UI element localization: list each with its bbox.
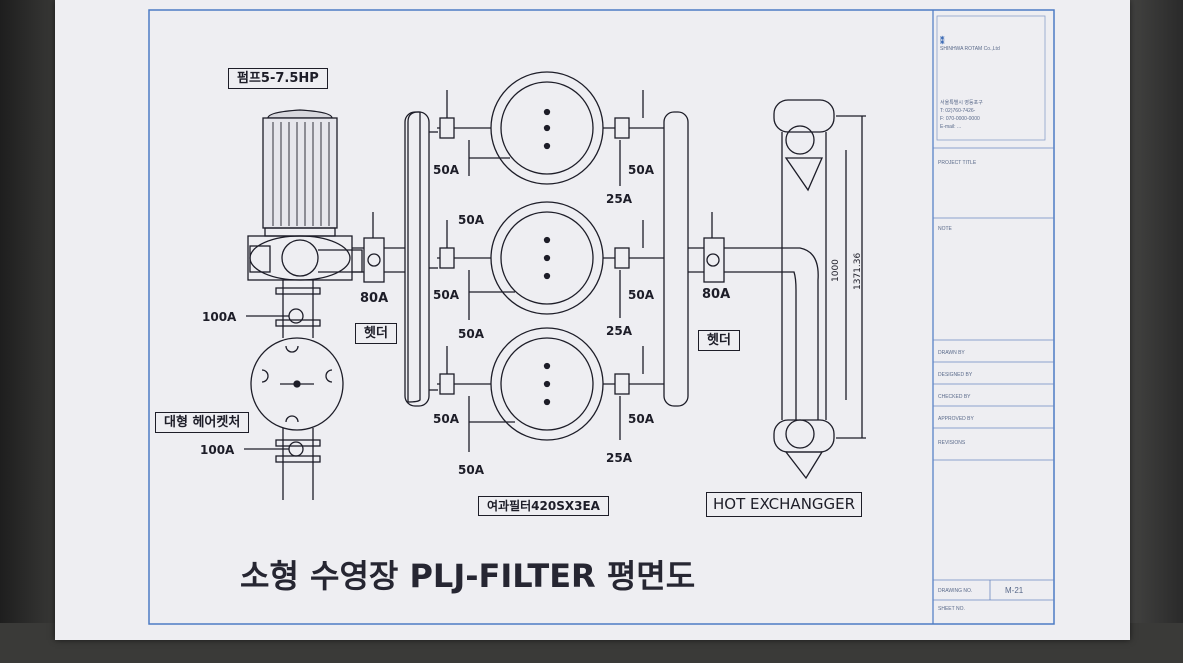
valve-100a-top [246,308,304,324]
filter-1 [437,71,664,186]
drawing-sheet [55,0,1130,640]
drawn-by-label: DRAWN BY [938,350,965,356]
filter-3-right-small-label: 25A [606,451,632,465]
pump-motor [262,109,338,237]
company-box [936,15,1046,141]
company-logo-icon: ⁑ [940,36,945,46]
dim-1371-label: 1371.36 [853,252,863,290]
filter-2-right-small-label: 25A [606,324,632,338]
strainer-label: 대형 헤어켓처 [155,412,250,433]
hair-catcher [250,337,344,431]
heat-exchanger [773,99,866,480]
left-header-label: 헷더 [355,323,397,344]
address-line-1: 서울특별시 영등포구 [940,100,983,106]
checked-by-label: CHECKED BY [938,394,971,400]
valve-100a-top-label: 100A [202,310,237,324]
drawing-no-label: DRAWING NO. [938,588,973,594]
filter-3-bottom-label: 50A [458,463,484,477]
right-header-label: 헷더 [698,330,740,351]
dim-1000-label: 1000 [831,259,841,282]
project-title-label: PROJECT TITLE [938,160,977,166]
address-line-4: E-mail: ... [940,124,962,130]
company-name: SHINHWA ROTAM Co.,Ltd [940,46,1000,52]
filter-1-left-label: 50A [433,163,459,177]
pump-volute [247,235,363,281]
valve-100a-bottom-label: 100A [200,443,235,457]
filter-2-left-label: 50A [433,288,459,302]
filter-2 [437,201,664,320]
background-left [0,0,60,663]
drawing-no: M-21 [1005,586,1024,595]
approved-by-label: APPROVED BY [938,416,974,422]
filter-3-left-label: 50A [433,412,459,426]
filter-3 [437,327,664,452]
drawing-title: 소형 수영장 PLJ-FILTER 평면도 [240,557,696,595]
suction-pipe [275,280,321,500]
filter-2-right-label: 50A [628,288,654,302]
valve-100a-bottom [244,441,304,457]
inlet-80a-label: 80A [360,291,389,306]
revisions-label: REVISIONS [938,440,966,446]
filter-2-bottom-label: 50A [458,327,484,341]
sheet-border [148,9,1055,625]
filter-1-right-label: 50A [628,163,654,177]
address-line-3: F: 070-0000-0000 [940,116,980,122]
left-header [404,111,438,407]
sheet-no-label: SHEET NO. [938,606,965,612]
address-line-2: T: 02)760-7426- [940,108,976,114]
filters-label: 여과필터420SX3EA [478,496,609,516]
exchanger-label: HOT EXCHANGGER [706,492,863,517]
outlet-pipe [688,212,780,283]
right-header [663,111,689,407]
filter-3-right-label: 50A [628,412,654,426]
filter-1-right-small-label: 25A [606,192,632,206]
title-block-rows [933,147,1054,601]
designed-by-label: DESIGNED BY [938,372,973,378]
pump-label: 펌프5-7.5HP [228,68,328,89]
note-label: NOTE [938,226,952,232]
inlet-pipe [352,212,405,283]
filter-1-bottom-label: 50A [458,213,484,227]
outlet-80a-label: 80A [702,287,731,302]
